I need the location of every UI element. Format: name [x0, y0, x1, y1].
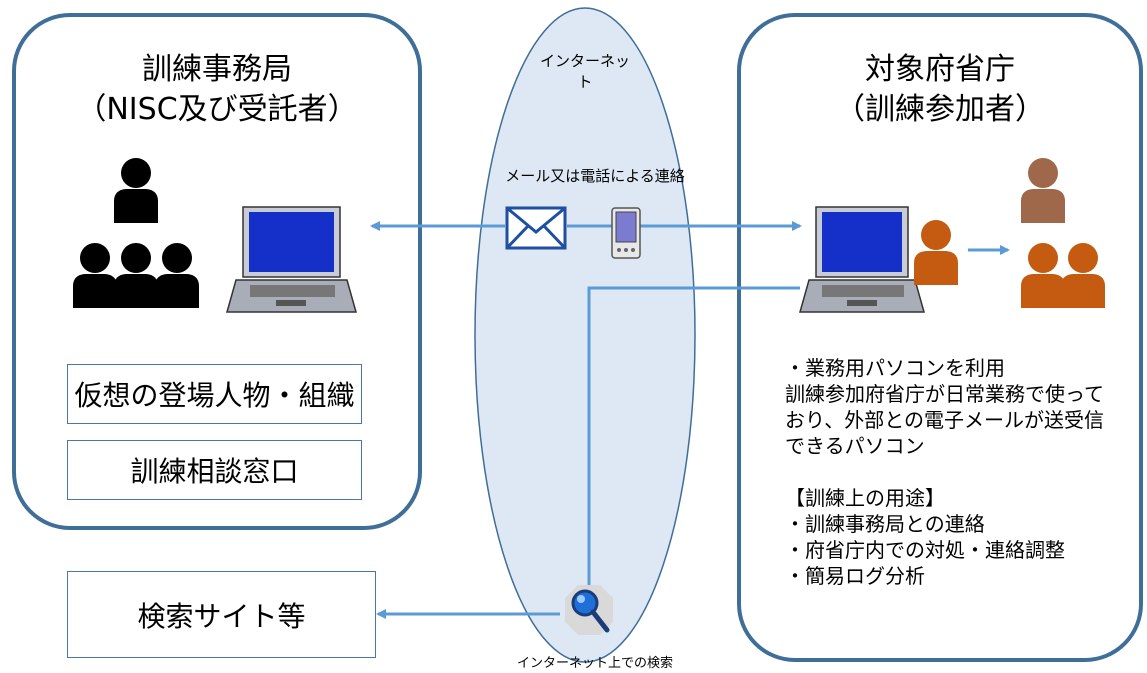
search-label: インターネット上での検索	[516, 656, 673, 671]
right-panel-title: 対象府省庁 （訓練参加者）	[737, 50, 1143, 130]
virtual-characters-label: 仮想の登場人物・組織	[74, 379, 355, 412]
internet-label: インターネット	[539, 52, 630, 91]
internet-ellipse	[474, 7, 696, 663]
person-icon	[73, 158, 199, 308]
search-path	[587, 286, 800, 590]
search-site-box: 検索サイト等	[67, 571, 376, 658]
phone-icon	[611, 207, 641, 259]
usage-items: ・訓練事務局との連絡 ・府省庁内での対処・連絡調整 ・簡易ログ分析	[785, 512, 1065, 588]
mail-icon	[505, 206, 567, 250]
target-ministry-panel	[737, 13, 1143, 662]
contact-label: メール又は電話による連絡	[505, 167, 685, 185]
left-panel-title: 訓練事務局 （NISC及び受託者）	[12, 50, 422, 130]
search-magnifier-icon	[565, 585, 613, 635]
consultation-desk-label: 訓練相談窓口	[130, 455, 299, 488]
right-title-line2: （訓練参加者）	[835, 92, 1045, 127]
left-title-line1: 訓練事務局	[142, 52, 292, 87]
consultation-desk-box: 訓練相談窓口	[67, 440, 362, 500]
virtual-characters-box: 仮想の登場人物・組織	[67, 364, 362, 424]
right-title-line1: 対象府省庁	[865, 52, 1015, 87]
laptop-icon-right	[799, 206, 925, 313]
person-icon-orange	[914, 220, 1105, 308]
laptop-icon-left	[226, 206, 357, 313]
pc-description: ・業務用パソコンを利用 訓練参加府省庁が日常業務で使って おり、外部との電子メー…	[785, 356, 1104, 458]
person-icon-brown	[1021, 158, 1065, 223]
search-site-label: 検索サイト等	[137, 599, 306, 633]
usage-heading: 【訓練上の用途】	[785, 486, 945, 510]
left-title-line2: （NISC及び受託者）	[76, 92, 358, 127]
